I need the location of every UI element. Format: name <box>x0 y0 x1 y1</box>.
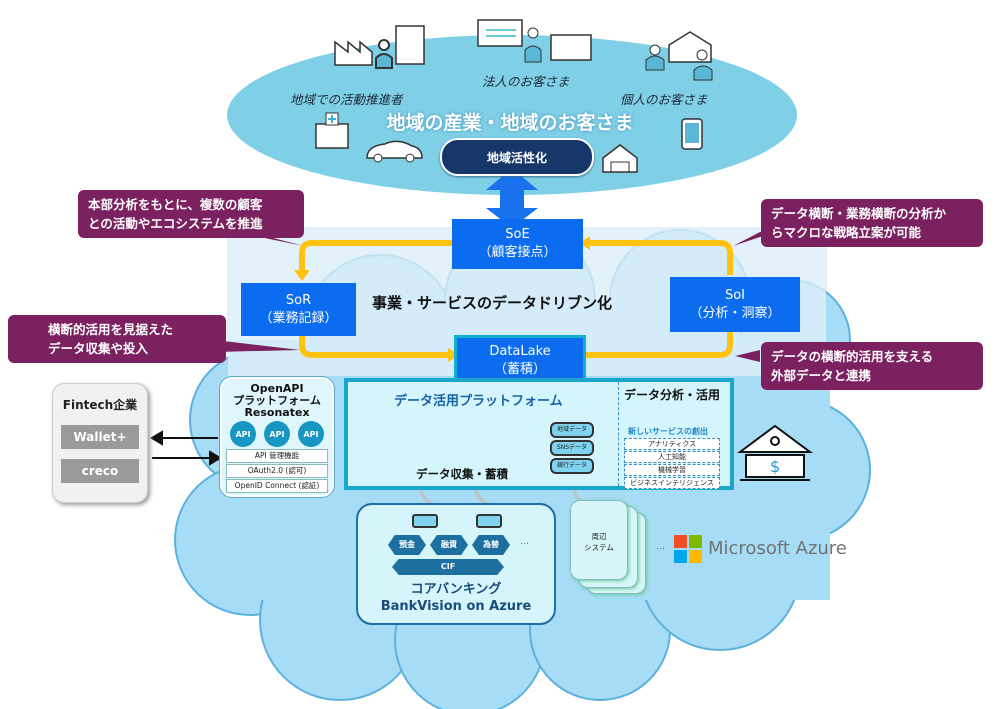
analysis-item: 人工知能 <box>624 451 720 463</box>
core-title: コアバンキング <box>410 582 502 597</box>
callout-line: データ収集や投入 <box>48 341 149 356</box>
api-arrows <box>150 430 222 466</box>
sor-subtitle: （業務記録） <box>259 310 338 326</box>
ellipse-title: 地域の産業・地域のお客さま <box>386 112 634 134</box>
callout-top-left: 本部分析をもとに、複数の顧客 との活動やエコシステムを推進 <box>78 190 304 238</box>
analysis-item: ビジネスインテリジェンス <box>624 477 720 489</box>
data-platform-panel: データ活用プラットフォーム データ収集・蓄積 地域データ SNSデータ 銀行デー… <box>344 378 734 490</box>
module-deposit: 預金 <box>388 535 426 555</box>
analysis-list: アナリティクス 人工知能 機械学習 ビジネスインテリジェンス <box>624 438 720 489</box>
analysis-item: アナリティクス <box>624 438 720 450</box>
warehouse-icon <box>602 144 638 173</box>
smartphone-icon <box>681 118 703 150</box>
sor-box: SoR （業務記録） <box>241 283 356 336</box>
dollar-icon: $ <box>770 457 780 476</box>
datalake-title: DataLake <box>489 344 551 359</box>
module-exchange: 為替 <box>472 535 510 555</box>
module-ellipsis: … <box>520 537 529 547</box>
azure-ellipsis: … <box>656 542 665 552</box>
soi-box: SoI （分析・洞察） <box>670 277 800 332</box>
analysis-subtitle: 新しいサービスの創出 <box>628 427 708 436</box>
bank-icon <box>736 424 814 481</box>
db-regional-data: 地域データ <box>550 422 594 438</box>
group-label-corporate: 法人のお客さま <box>482 74 570 89</box>
callout-line: 横断的活用を見据えた <box>48 322 174 337</box>
datadriven-label: 事業・サービスのデータドリブン化 <box>372 294 613 312</box>
openid-row: OpenID Connect (認証) <box>226 479 328 493</box>
soe-subtitle: （顧客接点） <box>478 245 557 260</box>
callout-line: データ横断・業務横断の分析か <box>771 206 947 221</box>
api-badge: API <box>298 421 324 447</box>
oauth-row: OAuth2.0 (認可) <box>226 464 328 478</box>
peripheral-label: 周辺 <box>591 532 607 541</box>
soi-subtitle: （分析・洞察） <box>689 305 781 321</box>
cif-bar: CIF <box>392 559 504 575</box>
datalake-subtitle: （蓄積） <box>493 362 546 377</box>
callout-mid-right: データの横断的活用を支える 外部データと連携 <box>761 342 983 390</box>
callout-line: との活動やエコシステムを推進 <box>88 216 263 231</box>
openapi-panel: OpenAPI プラットフォーム Resonatex API API API A… <box>220 377 334 497</box>
openapi-title-line: Resonatex <box>244 406 310 419</box>
callout-line: らマクロな戦略立案が可能 <box>771 225 922 240</box>
soe-box: SoE （顧客接点） <box>452 219 583 269</box>
callout-line: データの横断的活用を支える <box>771 349 934 364</box>
peripheral-systems-card: 周辺 システム <box>570 500 628 580</box>
panel-divider <box>618 382 619 486</box>
microsoft-azure-label: Microsoft Azure <box>708 538 847 559</box>
database-icon <box>412 514 438 528</box>
api-management-row: API 管理機能 <box>226 449 328 463</box>
regional-revitalization-pill: 地域活性化 <box>440 138 594 176</box>
fintech-item-creco: creco <box>61 459 139 483</box>
factory-icon <box>334 25 425 69</box>
peripheral-label: システム <box>584 543 614 552</box>
db-sns-data: SNSデータ <box>550 440 594 456</box>
group-label-activity-promoters: 地域での活動推進者 <box>290 92 403 107</box>
module-loan: 融資 <box>430 535 468 555</box>
platform-title: データ活用プラットフォーム <box>394 394 563 409</box>
analysis-item: 機械学習 <box>624 464 720 476</box>
microsoft-logo-icon <box>674 535 702 563</box>
fintech-panel: Fintech企業 Wallet+ creco <box>52 383 148 503</box>
double-arrow-icon <box>486 168 538 228</box>
car-icon <box>366 140 423 163</box>
openapi-title-line: OpenAPI <box>250 382 304 395</box>
db-bank-data: 銀行データ <box>550 458 594 474</box>
data-collection-label: データ収集・蓄積 <box>416 467 508 481</box>
sor-title: SoR <box>285 292 312 308</box>
fintech-item-wallet: Wallet+ <box>61 425 139 449</box>
callout-mid-left: 横断的活用を見据えた データ収集や投入 <box>8 315 226 363</box>
corporate-building-icon <box>477 19 592 63</box>
database-icon <box>476 514 502 528</box>
core-subtitle: BankVision on Azure <box>380 599 532 614</box>
group-label-individual: 個人のお客さま <box>620 92 708 107</box>
api-badge: API <box>264 421 290 447</box>
soe-title: SoE <box>505 227 530 242</box>
soi-title: SoI <box>724 287 746 303</box>
hospital-icon <box>315 112 349 149</box>
core-banking-panel: 預金 融資 為替 … CIF コアバンキング BankVision on Azu… <box>356 503 556 625</box>
openapi-title-line: プラットフォーム <box>233 394 321 407</box>
family-house-icon <box>645 31 713 81</box>
flow-arrows <box>299 240 733 358</box>
callout-line: 本部分析をもとに、複数の顧客 <box>88 197 263 212</box>
analysis-title: データ分析・活用 <box>624 388 721 402</box>
fintech-title: Fintech企業 <box>62 398 138 412</box>
api-badge: API <box>230 421 256 447</box>
callout-line: 外部データと連携 <box>771 368 872 383</box>
callout-top-right: データ横断・業務横断の分析か らマクロな戦略立案が可能 <box>761 199 983 247</box>
